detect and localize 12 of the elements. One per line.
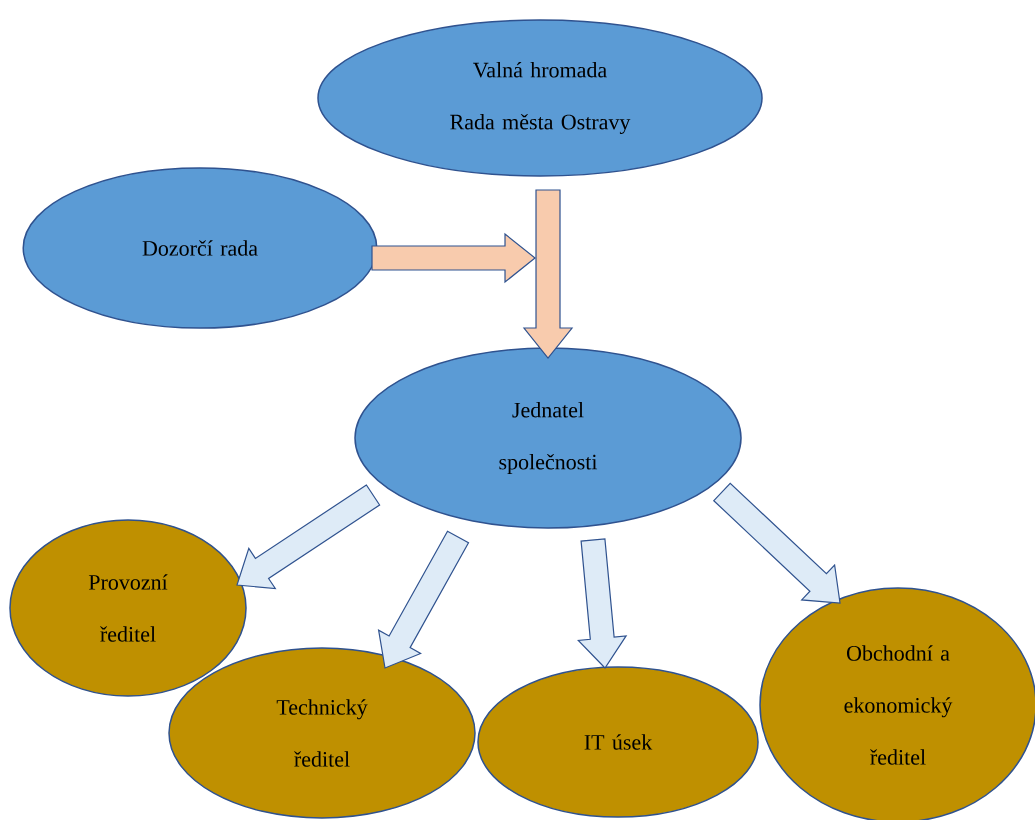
ellipse-node: Technický ředitel [168, 647, 476, 819]
block-arrow [577, 538, 628, 669]
block-arrow [522, 189, 574, 359]
ellipse-node: Provozní ředitel [9, 519, 247, 697]
ellipse-node: Jednatel společnosti [354, 347, 742, 529]
ellipse-node: Dozorčí rada [22, 167, 378, 329]
ellipse-node: Obchodní a ekonomický ředitel [759, 587, 1035, 820]
ellipse-node: IT úsek [477, 666, 759, 818]
block-arrow [236, 484, 381, 590]
block-arrow [371, 232, 536, 284]
block-arrow [377, 530, 470, 669]
ellipse-node: Valná hromada Rada města Ostravy [317, 19, 763, 177]
